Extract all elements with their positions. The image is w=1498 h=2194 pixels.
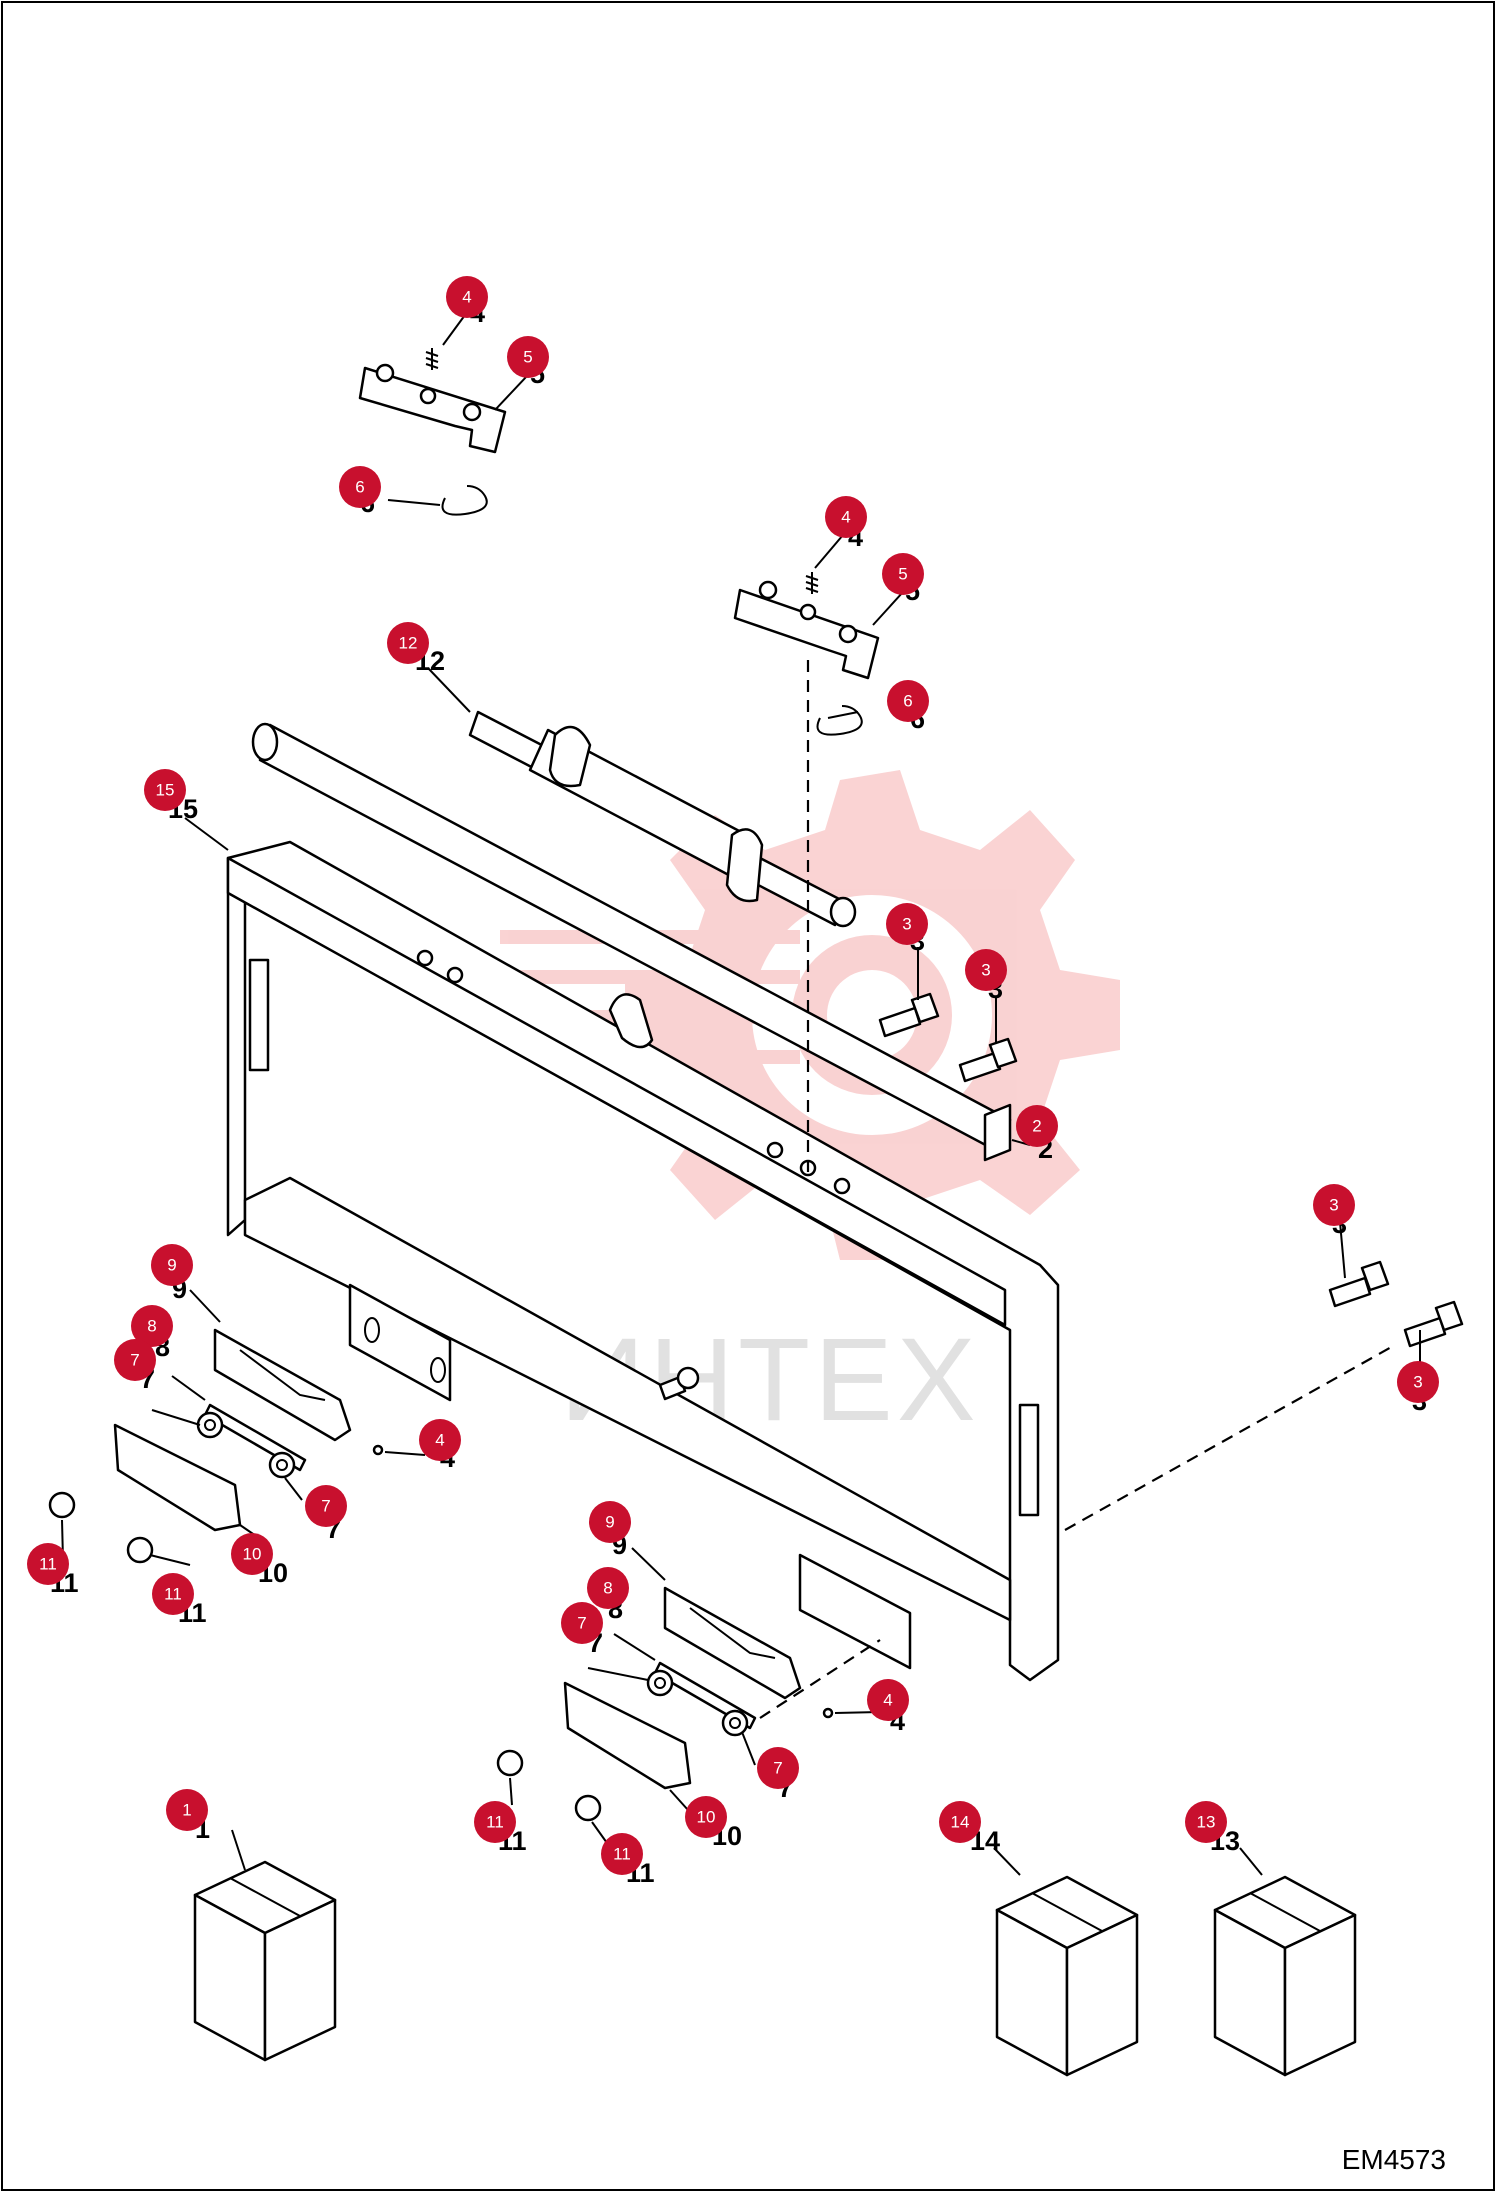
callout-badge[interactable]: 9: [589, 1501, 631, 1543]
callout-badge[interactable]: 14: [939, 1801, 981, 1843]
svg-text:11: 11: [164, 1585, 182, 1604]
callout-badge[interactable]: 3: [1397, 1361, 1439, 1403]
svg-text:5: 5: [523, 348, 532, 367]
callout-badge[interactable]: 11: [601, 1833, 643, 1875]
svg-text:10: 10: [697, 1808, 716, 1827]
carriage-frame: [226, 840, 1060, 1682]
callout-badge[interactable]: 4: [825, 496, 867, 538]
callout-badge[interactable]: 3: [1313, 1184, 1355, 1226]
svg-text:10: 10: [243, 1545, 262, 1564]
callout-badge[interactable]: 11: [474, 1801, 516, 1843]
callout-badge[interactable]: 2: [1016, 1105, 1058, 1147]
svg-text:1: 1: [182, 1801, 191, 1820]
svg-text:3: 3: [902, 915, 911, 934]
alignment-line-diagonal: [1064, 1344, 1396, 1531]
bolt: [658, 1366, 700, 1401]
svg-text:11: 11: [486, 1813, 504, 1832]
svg-text:13: 13: [1197, 1813, 1216, 1832]
kit-box-13: [1213, 1875, 1357, 2077]
svg-text:3: 3: [981, 961, 990, 980]
retainer-plate-upper-right: [733, 572, 880, 680]
wear-pad-right: [496, 1586, 834, 1822]
svg-text:6: 6: [355, 478, 364, 497]
callout-badge[interactable]: 9: [151, 1244, 193, 1286]
cylinder: [468, 710, 857, 928]
svg-text:14: 14: [951, 1813, 970, 1832]
callout-badge[interactable]: 11: [152, 1573, 194, 1615]
svg-text:4: 4: [883, 1691, 892, 1710]
callout-badge[interactable]: 4: [867, 1679, 909, 1721]
callout-badge[interactable]: 7: [114, 1339, 156, 1381]
callout-badge[interactable]: 8: [131, 1305, 173, 1347]
shaft-bar: [251, 722, 1012, 1162]
retainer-plate-upper-left: [358, 348, 507, 454]
callout-badge[interactable]: 10: [231, 1533, 273, 1575]
callout-badge[interactable]: 3: [886, 903, 928, 945]
callout-badge[interactable]: 7: [561, 1602, 603, 1644]
callout-badge[interactable]: 13: [1185, 1801, 1227, 1843]
svg-text:15: 15: [156, 781, 175, 800]
callout-badge[interactable]: 6: [887, 680, 929, 722]
callout-badge[interactable]: 7: [757, 1747, 799, 1789]
svg-text:6: 6: [903, 692, 912, 711]
callout-badge[interactable]: 6: [339, 466, 381, 508]
callout-badge[interactable]: 5: [882, 553, 924, 595]
callout-badge[interactable]: 7: [305, 1485, 347, 1527]
kit-box-14: [995, 1875, 1139, 2077]
svg-text:4: 4: [435, 1431, 444, 1450]
bolt: [1328, 1260, 1390, 1308]
leader-lines: [61, 314, 1421, 1876]
svg-text:7: 7: [130, 1351, 139, 1370]
wire-clip-upper-left: [441, 485, 488, 516]
callout-badge[interactable]: 5: [507, 336, 549, 378]
callout-badge[interactable]: 3: [965, 949, 1007, 991]
wire-clip-upper-right: [816, 705, 863, 736]
bolt: [958, 1037, 1018, 1083]
svg-text:9: 9: [167, 1256, 176, 1275]
svg-text:3: 3: [1329, 1196, 1338, 1215]
callout-badge[interactable]: 1: [166, 1789, 208, 1831]
svg-text:4: 4: [462, 288, 471, 307]
svg-text:11: 11: [613, 1845, 631, 1864]
callout-badge[interactable]: 8: [587, 1567, 629, 1609]
svg-text:12: 12: [399, 634, 418, 653]
svg-text:3: 3: [1413, 1373, 1422, 1392]
callout-badge[interactable]: 10: [685, 1796, 727, 1838]
alignment-line-lower: [759, 1639, 881, 1719]
svg-text:5: 5: [898, 565, 907, 584]
callout-badge[interactable]: 11: [27, 1543, 69, 1585]
svg-text:7: 7: [577, 1614, 586, 1633]
callout-badges: 4 5 6 4 5 6 12 15 3 3 2 3 3 9 8 7 4 7 10…: [27, 276, 1439, 1875]
svg-text:8: 8: [147, 1317, 156, 1336]
wear-pad-left: [48, 1328, 384, 1564]
svg-text:9: 9: [605, 1513, 614, 1532]
callout-badge[interactable]: 4: [446, 276, 488, 318]
svg-text:7: 7: [773, 1759, 782, 1778]
svg-text:11: 11: [39, 1555, 57, 1574]
callout-badge[interactable]: 15: [144, 769, 186, 811]
bolt: [878, 992, 940, 1038]
svg-text:2: 2: [1032, 1117, 1041, 1136]
drawing-code: EM4573: [1341, 2144, 1446, 2175]
svg-text:4: 4: [841, 508, 850, 527]
callout-badge[interactable]: 4: [419, 1419, 461, 1461]
svg-text:7: 7: [321, 1497, 330, 1516]
svg-text:8: 8: [603, 1579, 612, 1598]
kit-box-1: [193, 1860, 337, 2062]
bolt: [1403, 1300, 1464, 1348]
callout-badge[interactable]: 12: [387, 622, 429, 664]
